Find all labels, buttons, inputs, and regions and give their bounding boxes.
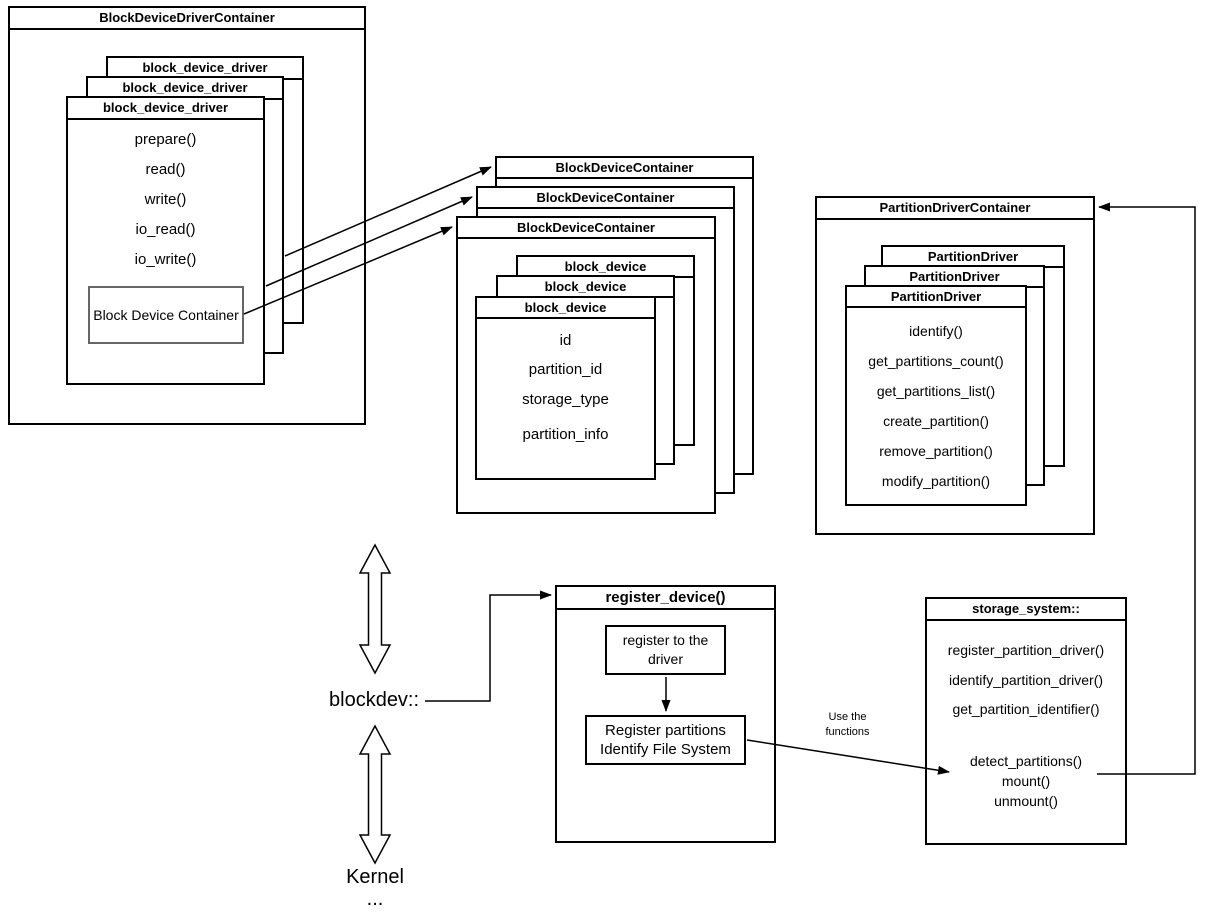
register-to-driver-label: register to the driver [622, 632, 709, 667]
method-read: read() [145, 161, 186, 178]
block-device-title-front: block_device [477, 298, 654, 319]
method-modify-partition: modify_partition() [881, 473, 991, 489]
identify-file-system-label: Identify File System [600, 741, 731, 758]
method-get-partitions-list: get_partitions_list() [876, 383, 996, 399]
block-device-box-front: block_device id partition_id storage_typ… [475, 296, 656, 480]
method-get-partitions-count: get_partitions_count() [868, 353, 1004, 369]
method-mount: mount() [1001, 773, 1051, 789]
use-the-functions-line1: Use the [828, 711, 867, 723]
field-id: id [559, 332, 572, 349]
field-partition-info: partition_info [522, 426, 609, 443]
method-unmount: unmount() [994, 793, 1058, 809]
method-detect-partitions: detect_partitions() [969, 753, 1083, 769]
use-the-functions-label: Use the functions [805, 710, 890, 740]
storage-system-title: storage_system:: [927, 599, 1125, 621]
kernel-label: Kernel [346, 866, 404, 888]
method-remove-partition: remove_partition() [879, 443, 993, 459]
arrow-blockdev-to-register-device [425, 590, 552, 702]
method-get-partition-identifier: get_partition_identifier() [952, 701, 1100, 717]
field-storage-type: storage_type [522, 391, 609, 408]
ellipsis-label: ... [366, 888, 384, 910]
block-device-driver-container-title: BlockDeviceDriverContainer [10, 8, 364, 30]
method-io-write: io_write() [134, 251, 197, 268]
storage-system-box: storage_system:: register_partition_driv… [925, 597, 1127, 845]
block-device-container-title-front: BlockDeviceContainer [458, 218, 714, 239]
method-identify: identify() [909, 323, 963, 339]
method-register-partition-driver: register_partition_driver() [947, 642, 1105, 658]
partition-driver-box-front: PartitionDriver identify() get_partition… [845, 285, 1027, 506]
blockdev-label: blockdev:: [329, 689, 420, 711]
register-partitions-step-box: Register partitions Identify File System [585, 715, 746, 765]
use-the-functions-line2: functions [825, 726, 870, 738]
block-device-container-inner-box: Block Device Container [88, 286, 244, 344]
block-device-driver-title-front: block_device_driver [68, 98, 263, 120]
method-create-partition: create_partition() [883, 413, 989, 429]
double-arrow-lower [358, 724, 392, 865]
method-prepare: prepare() [134, 131, 197, 148]
register-device-title: register_device() [557, 587, 774, 610]
block-device-container-title-back: BlockDeviceContainer [497, 158, 752, 179]
block-device-container-inner-label: Block Device Container [93, 307, 239, 323]
block-device-title-middle: block_device [498, 277, 673, 298]
method-identify-partition-driver: identify_partition_driver() [948, 672, 1104, 688]
partition-driver-title-front: PartitionDriver [847, 287, 1025, 308]
register-partitions-label: Register partitions [605, 722, 726, 739]
method-write: write() [144, 191, 187, 208]
partition-driver-container-title: PartitionDriverContainer [817, 198, 1093, 220]
register-to-driver-step-box: register to the driver [605, 625, 726, 675]
block-device-container-title-middle: BlockDeviceContainer [478, 188, 733, 209]
register-device-box: register_device() [555, 585, 776, 843]
field-partition-id: partition_id [528, 361, 603, 378]
arrow-register-to-storage-functions [746, 739, 950, 775]
method-io-read: io_read() [135, 221, 196, 238]
double-arrow-upper [358, 543, 392, 675]
